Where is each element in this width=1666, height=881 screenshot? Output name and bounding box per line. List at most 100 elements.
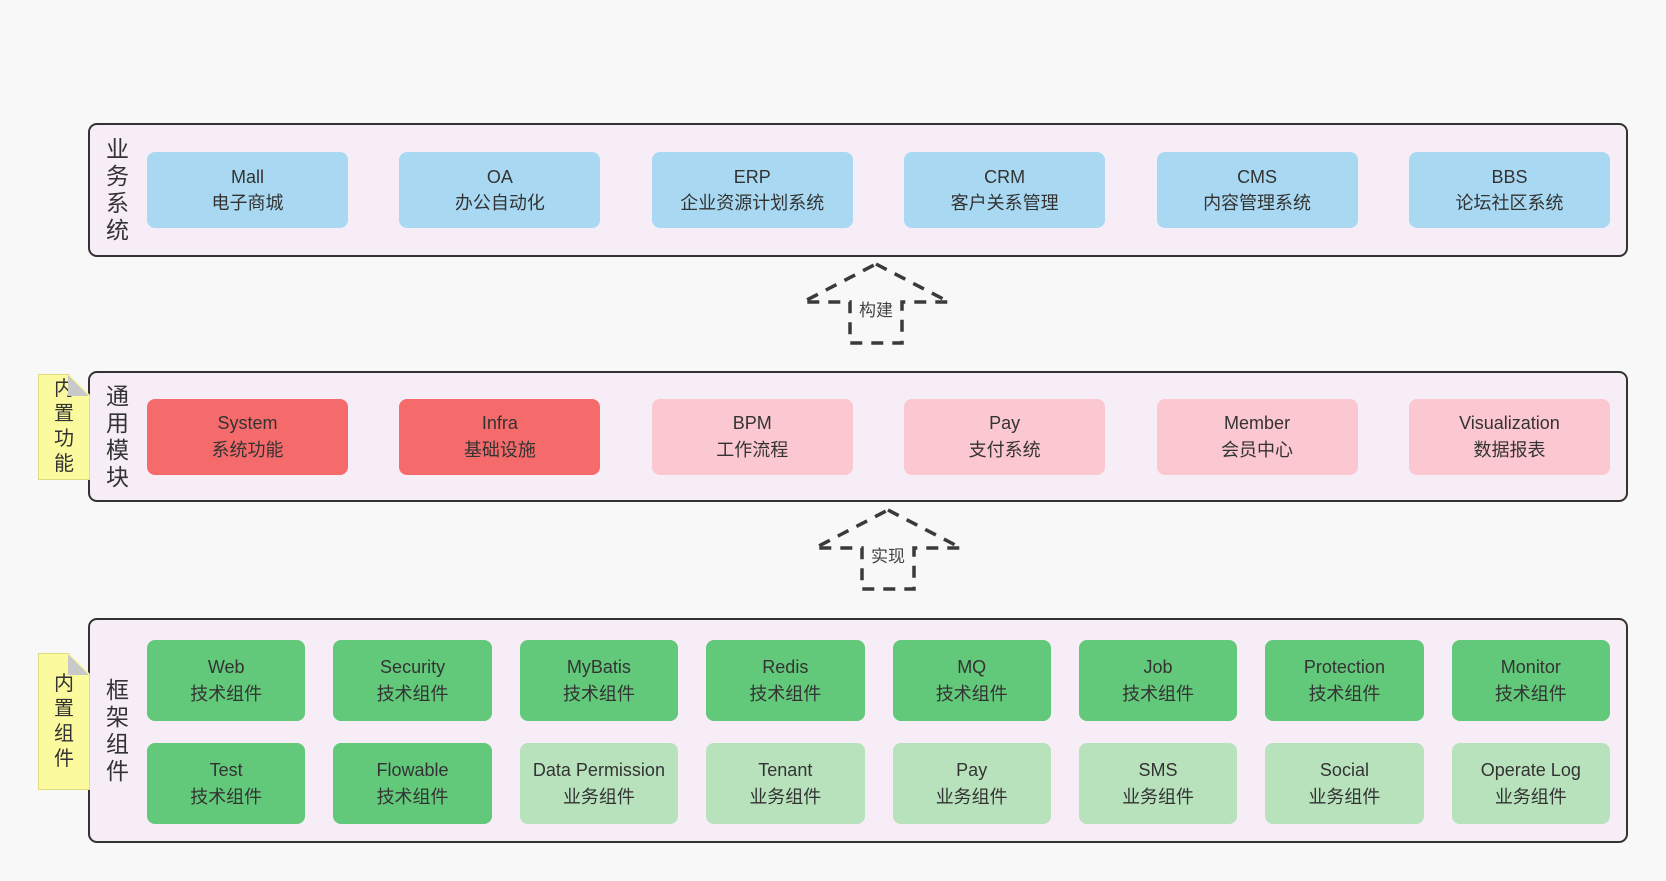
box-subtitle: 技术组件 [190,786,263,807]
box-oa: OA 办公自动化 [399,152,601,228]
box-protection: Protection 技术组件 [1265,640,1424,721]
band-business-systems-label: 业务系统 [106,135,129,244]
box-subtitle: 支付系统 [968,439,1041,460]
box-title: CMS [1237,166,1278,187]
box-subtitle: 技术组件 [376,683,449,704]
box-system: System 系统功能 [147,398,348,475]
box-title: Web [207,657,245,678]
box-title: Visualization [1459,413,1560,434]
box-subtitle: 技术组件 [749,683,822,704]
box-subtitle: 内容管理系统 [1203,193,1312,213]
box-redis: Redis 技术组件 [706,640,865,721]
box-title: Security [380,657,446,678]
box-title: System [217,413,278,434]
build-arrow-label: 构建 [854,295,898,322]
box-subtitle: 技术组件 [562,683,635,704]
box-subtitle: 技术组件 [1308,683,1381,704]
box-test: Test 技术组件 [147,743,306,824]
framework-components-grid: Web 技术组件 Security 技术组件 MyBatis 技术组件 Redi… [147,640,1610,824]
box-mall: Mall 电子商城 [147,152,348,228]
box-social: Social 业务组件 [1265,743,1424,824]
implement-arrow: 实现 [813,508,963,592]
implement-arrow-label: 实现 [866,541,910,568]
band-framework-components: 框架组件 Web 技术组件 Security 技术组件 MyBatis 技术组件… [88,618,1628,843]
box-subtitle: 技术组件 [376,786,449,807]
box-subtitle: 数据报表 [1473,439,1546,460]
box-subtitle: 业务组件 [935,786,1008,807]
sticky-note-builtin-components: 内置组件 [38,653,90,790]
band-common-modules: 通用模块 System 系统功能 Infra 基础设施 BPM 工作流程 Pay… [88,371,1628,502]
box-title: MyBatis [566,657,631,678]
box-title: Data Permission [532,760,665,781]
box-job: Job 技术组件 [1078,640,1238,721]
box-title: Protection [1303,657,1385,678]
box-web: Web 技术组件 [147,640,306,721]
box-flowable: Flowable 技术组件 [333,743,492,824]
box-subtitle: 企业资源计划系统 [680,193,825,213]
box-bpm: BPM 工作流程 [651,398,853,475]
box-subtitle: 基础设施 [463,439,536,460]
box-monitor: Monitor 技术组件 [1451,640,1610,721]
box-member: Member 会员中心 [1156,398,1358,475]
band-business-systems: 业务系统 Mall 电子商城 OA 办公自动化 ERP 企业资源计划系统 CRM… [88,123,1628,257]
build-arrow: 构建 [801,262,951,346]
box-title: Infra [481,413,518,434]
box-erp: ERP 企业资源计划系统 [651,152,853,228]
box-sms: SMS 业务组件 [1078,743,1238,824]
box-subtitle: 系统功能 [211,439,284,460]
box-mybatis: MyBatis 技术组件 [519,640,679,721]
fold-corner-icon [68,654,89,675]
common-modules-row: System 系统功能 Infra 基础设施 BPM 工作流程 Pay 支付系统… [147,398,1610,475]
box-title: SMS [1138,760,1178,781]
box-visualization: Visualization 数据报表 [1408,398,1610,475]
band-common-modules-label: 通用模块 [106,382,129,490]
box-subtitle: 业务组件 [1494,786,1567,807]
box-security: Security 技术组件 [333,640,492,721]
box-bbs: BBS 论坛社区系统 [1408,152,1610,228]
box-mq: MQ 技术组件 [892,640,1051,721]
box-title: Pay [989,413,1021,434]
box-title: Redis [762,657,809,678]
box-subtitle: 业务组件 [1122,786,1195,807]
box-subtitle: 会员中心 [1221,439,1294,460]
box-title: Operate Log [1480,760,1581,781]
box-subtitle: 办公自动化 [454,193,545,213]
band-framework-components-label: 框架组件 [106,676,129,784]
box-pay-component: Pay 业务组件 [892,743,1051,824]
box-subtitle: 论坛社区系统 [1455,193,1564,213]
business-systems-row: Mall 电子商城 OA 办公自动化 ERP 企业资源计划系统 CRM 客户关系… [147,152,1610,228]
box-subtitle: 技术组件 [190,683,263,704]
box-subtitle: 技术组件 [935,683,1008,704]
box-title: Monitor [1500,657,1561,678]
box-title: BPM [732,413,772,434]
box-title: Member [1224,413,1291,434]
box-cms: CMS 内容管理系统 [1156,152,1358,228]
box-title: Tenant [758,760,813,781]
box-subtitle: 业务组件 [1308,786,1381,807]
box-subtitle: 业务组件 [562,786,635,807]
box-subtitle: 技术组件 [1494,683,1567,704]
box-infra: Infra 基础设施 [399,398,601,475]
box-title: Social [1319,760,1369,781]
box-title: Mall [230,166,264,187]
box-title: Flowable [376,760,449,781]
box-pay-module: Pay 支付系统 [904,398,1106,475]
box-crm: CRM 客户关系管理 [904,152,1106,228]
box-title: Pay [956,760,988,781]
box-subtitle: 客户关系管理 [950,193,1059,213]
box-title: Test [209,760,243,781]
box-tenant: Tenant 业务组件 [706,743,865,824]
box-data-permission: Data Permission 业务组件 [519,743,679,824]
box-title: OA [486,166,513,187]
box-title: ERP [733,166,771,187]
sticky-note-label: 内置组件 [54,672,74,770]
box-subtitle: 工作流程 [716,439,789,460]
up-arrow-icon [814,508,962,591]
box-title: BBS [1491,166,1528,187]
box-title: Job [1143,657,1173,678]
sticky-note-builtin-features: 内置功能 [38,374,90,480]
box-subtitle: 电子商城 [211,193,284,213]
box-title: MQ [957,657,987,678]
box-operate-log: Operate Log 业务组件 [1451,743,1610,824]
